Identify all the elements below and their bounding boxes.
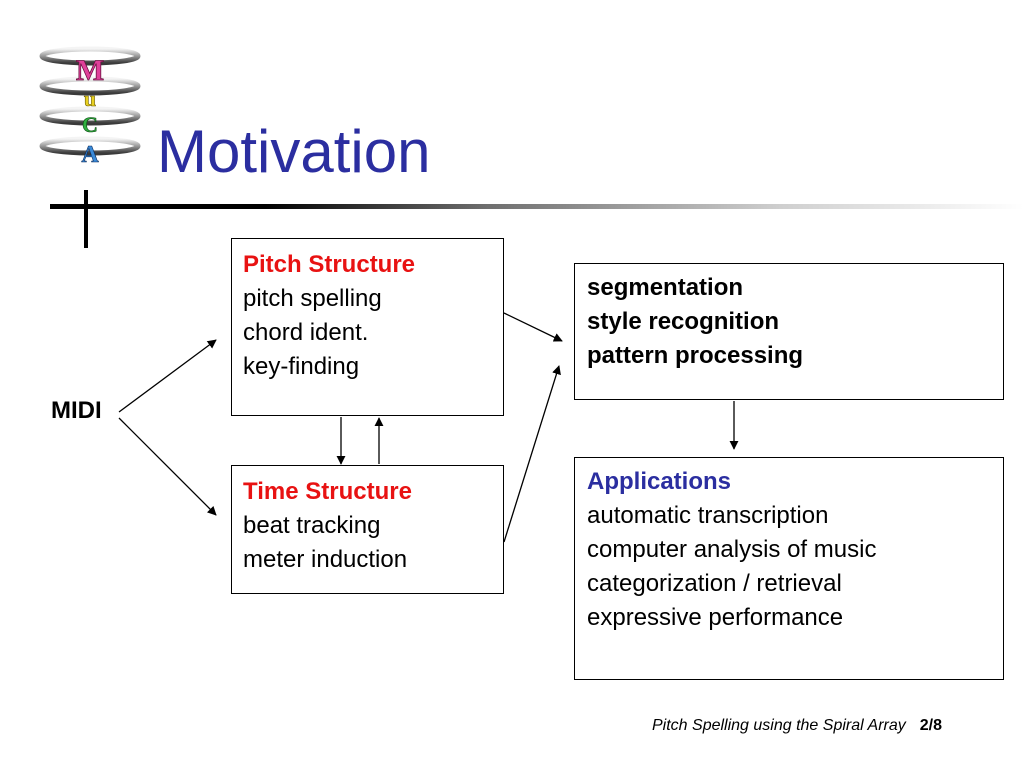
logo-letter-a: A [81, 142, 99, 168]
arrow-pitch-to-analysis [503, 312, 563, 342]
analysis-item: style recognition [587, 308, 780, 335]
logo-letter-m: M [76, 54, 104, 87]
analysis-box: segmentation style recognition pattern p… [574, 263, 1004, 400]
page-number: 2/8 [919, 717, 943, 734]
time-structure-item: beat tracking [243, 512, 381, 539]
applications-item: computer analysis of music [587, 536, 877, 563]
applications-heading: Applications [587, 468, 732, 495]
pitch-structure-item: chord ident. [243, 319, 369, 346]
mucia-logo: M u C A [34, 40, 146, 170]
applications-item: automatic transcription [587, 502, 829, 529]
footer-title: Pitch Spelling using the Spiral Array [652, 717, 906, 734]
title-vertical-tick [84, 190, 88, 248]
applications-box: Applications automatic transcription com… [574, 457, 1004, 680]
applications-item: categorization / retrieval [587, 570, 842, 597]
title-underline [50, 204, 1024, 209]
pitch-structure-box: Pitch Structure pitch spelling chord ide… [231, 238, 504, 416]
time-structure-item: meter induction [243, 546, 408, 573]
analysis-item: segmentation [587, 274, 744, 301]
arrow-midi-to-time [118, 417, 217, 516]
time-structure-box: Time Structure beat tracking meter induc… [231, 465, 504, 594]
pitch-structure-item: key-finding [243, 353, 360, 380]
slide-title: Motivation [157, 118, 431, 185]
slide-footer: Pitch Spelling using the Spiral Array 2/8 [652, 717, 942, 735]
logo-letter-u: u [84, 86, 96, 111]
applications-item: expressive performance [587, 604, 844, 631]
midi-input-label: MIDI [51, 397, 102, 424]
time-structure-heading: Time Structure [243, 478, 412, 505]
arrow-midi-to-pitch [118, 339, 217, 413]
arrow-time-to-analysis [503, 365, 561, 543]
analysis-item: pattern processing [587, 342, 804, 369]
pitch-structure-heading: Pitch Structure [243, 251, 416, 278]
pitch-structure-item: pitch spelling [243, 285, 382, 312]
spiral-rings [39, 46, 141, 156]
logo-letter-c: C [82, 112, 98, 137]
